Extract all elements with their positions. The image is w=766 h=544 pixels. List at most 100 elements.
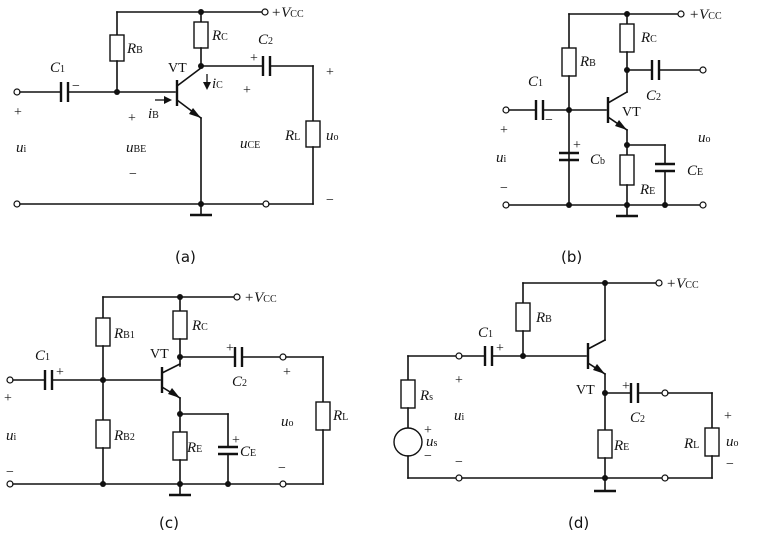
label: +VCC <box>666 276 699 292</box>
figure-a-circuit: (a) +VCC C1 RB RC C2 VT iC iB ui uBE uCE… <box>13 5 339 266</box>
label: + <box>573 138 581 153</box>
label: us <box>426 434 438 450</box>
label: + <box>424 423 432 438</box>
node <box>279 353 287 361</box>
resistor-rs <box>400 379 416 409</box>
label-part: R <box>284 128 294 144</box>
node <box>233 293 241 301</box>
label-part: C <box>258 32 269 48</box>
label: − <box>500 181 508 196</box>
label: RC <box>640 30 657 46</box>
resistor-rl <box>315 401 331 431</box>
figure-b-circuit: (b) +VCC RB RC C1 C2 VT Cb CE RE ui uo +… <box>496 7 722 266</box>
node <box>502 106 510 114</box>
caption-b: (b) <box>561 248 582 266</box>
label-part: C <box>240 444 251 460</box>
label-part: C <box>35 348 46 364</box>
label-part: B1 <box>123 330 135 341</box>
label: − <box>455 455 463 470</box>
label-part: u <box>326 128 334 144</box>
resistor-rb <box>515 302 531 332</box>
label: − <box>424 449 432 464</box>
label-part: +V <box>689 7 710 23</box>
caption-c: (c) <box>159 514 179 532</box>
caption-a: (a) <box>175 248 196 266</box>
label-c2: C2 <box>258 32 273 48</box>
label: − <box>278 461 286 476</box>
label-part: 1 <box>60 64 65 75</box>
label: C1 <box>35 348 50 364</box>
label-part: B <box>152 110 159 121</box>
node <box>661 389 669 397</box>
node <box>455 474 463 482</box>
label-rl: RL <box>284 128 300 144</box>
label: + <box>226 341 234 356</box>
label-part: R <box>113 326 123 342</box>
node <box>662 202 668 208</box>
label-part: 1 <box>45 352 50 363</box>
label: +VCC <box>244 290 277 306</box>
label: +VCC <box>689 7 722 23</box>
label-part: o <box>706 134 711 145</box>
label: CE <box>240 444 256 460</box>
resistor-rb <box>109 34 125 62</box>
label: + <box>128 111 136 126</box>
arrow-icon <box>615 120 627 130</box>
label: + <box>56 365 64 380</box>
label-part: u <box>6 428 14 444</box>
label-part: i <box>504 154 507 165</box>
label-uo: uo <box>326 128 339 144</box>
label-part: B <box>545 314 552 325</box>
label: − <box>726 457 734 472</box>
resistor-rc <box>172 310 188 340</box>
label-part: B <box>136 45 143 56</box>
label: + <box>14 105 22 120</box>
label-part: u <box>454 408 462 424</box>
vcc-terminal <box>261 8 269 16</box>
label: + <box>232 433 240 448</box>
label-part: R <box>211 28 221 44</box>
label: − <box>72 79 80 94</box>
node <box>655 279 663 287</box>
wire <box>606 90 629 105</box>
label: ui <box>496 150 507 166</box>
label-part: R <box>639 182 649 198</box>
node <box>100 481 106 487</box>
label-part: R <box>332 408 342 424</box>
caption-d: (d) <box>568 514 589 532</box>
label: C2 <box>630 410 645 426</box>
label-rc: RC <box>211 28 228 44</box>
label-part: E <box>250 448 256 459</box>
label-part: BE <box>134 144 147 155</box>
label-part: C <box>50 60 61 76</box>
label: + <box>250 51 258 66</box>
label: − <box>129 167 137 182</box>
label-part: E <box>649 186 655 197</box>
resistor-re <box>597 429 613 459</box>
label-vcc: +VCC <box>271 5 304 21</box>
label: ui <box>454 408 465 424</box>
label-part: R <box>126 41 136 57</box>
arrow-icon <box>203 82 211 90</box>
label-part: u <box>426 434 434 450</box>
label: RB <box>535 310 552 326</box>
label-part: C <box>216 80 223 91</box>
label-part: CC <box>290 9 304 20</box>
label-part: R <box>186 440 196 456</box>
label-part: u <box>281 414 289 430</box>
label-part: o <box>734 438 739 449</box>
label-part: C <box>630 410 641 426</box>
label-part: CC <box>685 280 699 291</box>
label: + <box>283 365 291 380</box>
node <box>699 66 707 74</box>
label: + <box>724 409 732 424</box>
label-part: s <box>429 392 433 403</box>
wire <box>586 338 607 351</box>
label: + <box>455 373 463 388</box>
label: uo <box>281 414 294 430</box>
node <box>177 481 183 487</box>
label-part: 2 <box>242 378 247 389</box>
node <box>225 481 231 487</box>
resistor-re <box>619 154 635 186</box>
